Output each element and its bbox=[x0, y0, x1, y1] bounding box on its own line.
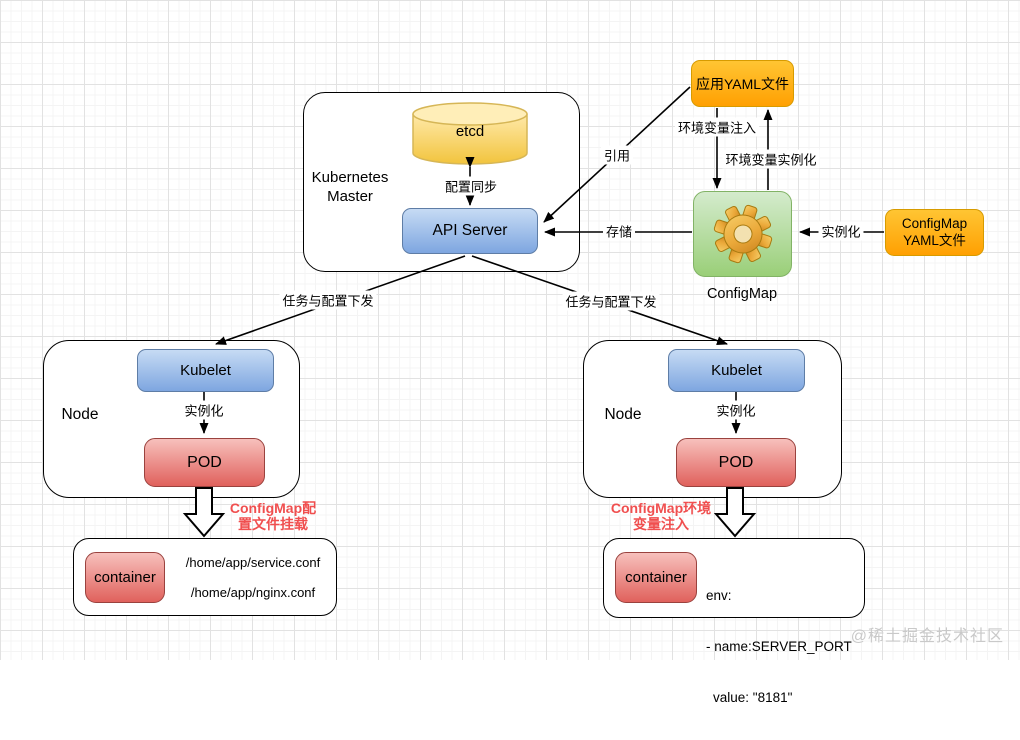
container-left-box: container bbox=[85, 552, 165, 603]
edge-label-instantiate-left: 实例化 bbox=[181, 400, 227, 420]
edge-label-env-inject: 环境变量注入 bbox=[674, 117, 760, 137]
node-left-pod-label: POD bbox=[187, 453, 222, 471]
app-yaml-box: 应用YAML文件 bbox=[691, 60, 794, 107]
edge-label-instantiate-right: 实例化 bbox=[713, 400, 759, 420]
edge-label-cm-instantiate: 实例化 bbox=[818, 221, 864, 241]
annotation-right-line1: ConfigMap环境 bbox=[610, 500, 712, 516]
annotation-left-line2: 置文件挂载 bbox=[238, 515, 308, 532]
annotation-right-line2: 变量注入 bbox=[633, 515, 689, 532]
node-right-kubelet-box: Kubelet bbox=[668, 349, 805, 392]
node-right-pod-label: POD bbox=[718, 453, 754, 471]
edge-label-reference: 引用 bbox=[600, 145, 634, 165]
env-line2: - name:SERVER_PORT bbox=[706, 639, 852, 654]
kubernetes-master-title-line2: Master bbox=[327, 187, 373, 205]
api-server-box: API Server bbox=[402, 208, 538, 254]
etcd-cylinder: etcd bbox=[411, 101, 529, 167]
env-line1: env: bbox=[706, 588, 732, 603]
annotation-configmap-env: ConfigMap环境 变量注入 bbox=[605, 500, 717, 532]
container-right-label: container bbox=[625, 569, 687, 586]
configmap-yaml-box: ConfigMap YAML文件 bbox=[885, 209, 984, 256]
container-right-env: env: - name:SERVER_PORT value: "8181" bbox=[706, 553, 852, 740]
container-left-file1: /home/app/service.conf bbox=[185, 555, 321, 570]
kubernetes-master-title: Kubernetes Master bbox=[306, 169, 394, 207]
container-left-file2: /home/app/nginx.conf bbox=[190, 585, 316, 600]
edge-label-dispatch-left: 任务与配置下发 bbox=[279, 290, 377, 310]
node-right-pod-box: POD bbox=[676, 438, 796, 487]
edge-label-config-sync: 配置同步 bbox=[441, 176, 501, 196]
node-right-title: Node bbox=[604, 406, 642, 423]
node-right-kubelet-label: Kubelet bbox=[711, 362, 762, 379]
cylinder-shape-icon bbox=[412, 102, 528, 165]
juejin-watermark: @稀土掘金技术社区 bbox=[850, 628, 1004, 645]
etcd-label: etcd bbox=[455, 123, 485, 140]
diagram-canvas: Kubernetes Master etcd API Server 应用YAML… bbox=[0, 0, 1020, 705]
node-left-kubelet-label: Kubelet bbox=[180, 362, 231, 379]
container-right-box: container bbox=[615, 552, 697, 603]
annotation-left-line1: ConfigMap配 bbox=[229, 500, 317, 516]
annotation-configmap-mount: ConfigMap配 置文件挂载 bbox=[223, 500, 323, 532]
edge-label-dispatch-right: 任务与配置下发 bbox=[562, 291, 660, 311]
env-line3: value: "8181" bbox=[713, 690, 793, 705]
shapes-layer: Kubernetes Master etcd API Server 应用YAML… bbox=[43, 60, 984, 705]
configmap-box bbox=[693, 191, 792, 277]
kubernetes-master-title-line1: Kubernetes bbox=[311, 169, 389, 186]
container-left-label: container bbox=[94, 569, 156, 586]
edge-label-env-instantiate: 环境变量实例化 bbox=[722, 149, 820, 169]
node-left-kubelet-box: Kubelet bbox=[137, 349, 274, 392]
configmap-yaml-label-line2: YAML文件 bbox=[903, 232, 966, 248]
gear-icon bbox=[713, 204, 772, 264]
node-left-title: Node bbox=[61, 406, 99, 423]
app-yaml-label: 应用YAML文件 bbox=[695, 75, 790, 92]
edge-label-store: 存储 bbox=[602, 221, 636, 241]
node-left-pod-box: POD bbox=[144, 438, 265, 487]
configmap-caption: ConfigMap bbox=[706, 286, 778, 302]
configmap-yaml-label-line1: ConfigMap bbox=[901, 215, 968, 231]
api-server-label: API Server bbox=[432, 222, 508, 239]
